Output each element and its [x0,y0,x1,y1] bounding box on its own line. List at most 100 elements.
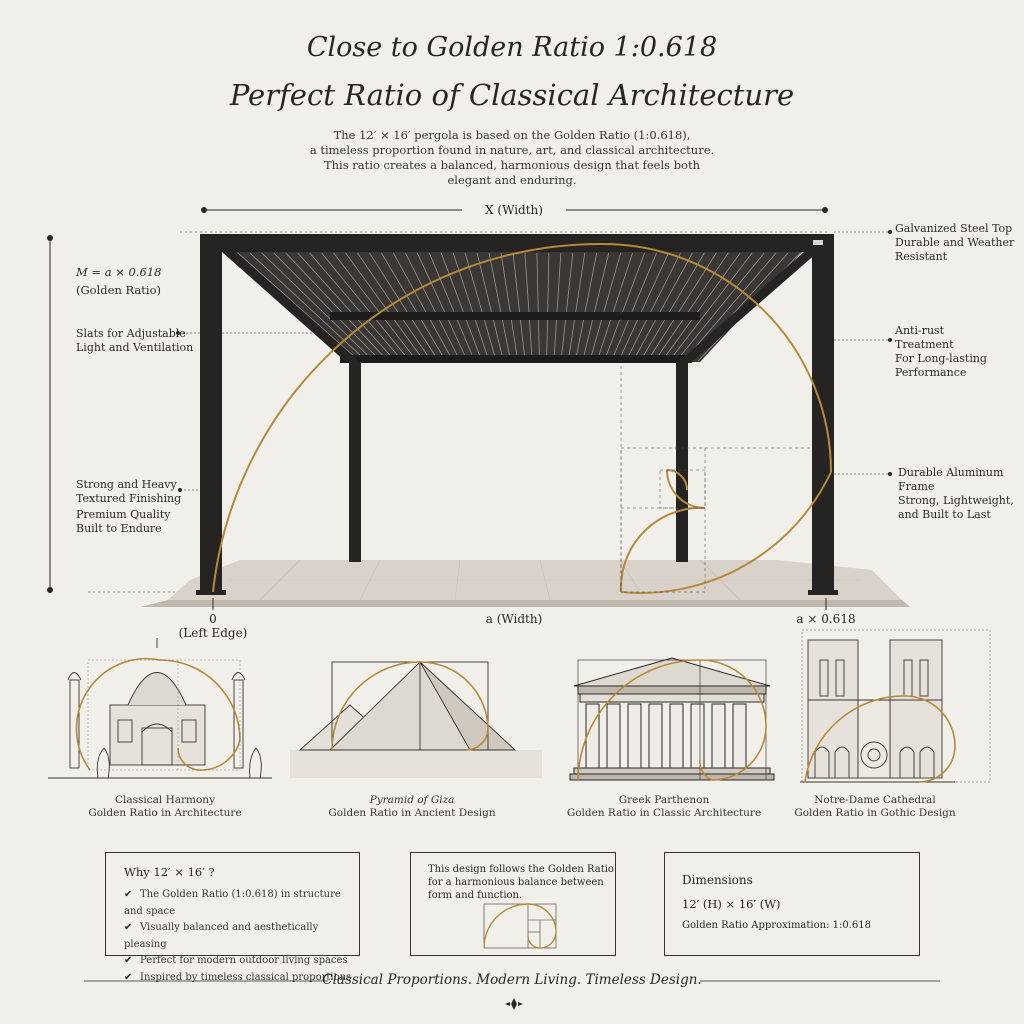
bottom-axis-marks [212,598,827,610]
example-title: Classical Harmony [114,794,216,806]
annotation-line: Light and Ventilation [76,341,194,354]
roof-slat [512,252,526,362]
roof-slat [464,252,497,362]
annotation-line: Frame [898,480,935,493]
annotation-anti-rust: Anti-rust Treatment For Long-lasting Per… [895,324,987,380]
example-subtitle: Golden Ratio in Ancient Design [328,807,496,819]
roof-slat [546,252,550,362]
roof-slat [603,252,645,362]
list-item: ✔ Perfect for modern outdoor living space… [124,953,359,970]
design-box-text: This design follows the Golden Ratio for… [428,863,615,902]
annotation-line: Galvanized Steel Top [895,222,1013,235]
annotation-line: Resistant [895,250,948,263]
roof-slat [596,252,633,362]
annotation-finishing: Strong and Heavy Textured Finishing [76,478,181,506]
roof-slat [333,252,418,362]
roof-slat [428,252,475,362]
roof-slat [618,252,669,362]
roof-slat [249,252,367,362]
roof-slat [440,252,483,362]
roof-slat [285,252,389,362]
design-box: This design follows the Golden Ratio for… [410,852,616,956]
annotation-quality: Premium Quality Built to Endure [76,508,170,536]
roof-slat [405,252,461,362]
list-item-text: Visually balanced and aesthetically plea… [124,922,319,950]
annotation-line: and Built to Last [898,508,991,521]
why-box-title: Why 12′ × 16′ ? [124,865,215,879]
top-dimension-line [180,207,830,233]
golden-formula-sub: (Golden Ratio) [76,283,161,297]
annotation-line: Slats for Adjustable [76,327,186,340]
roof-slat [393,252,454,362]
footer-ornament [505,998,523,1010]
annotation-leaders [178,231,890,491]
roof-slat [661,252,741,362]
pyramid-illustration [290,661,542,778]
list-item-text: Perfect for modern outdoor living spaces [140,955,348,966]
example-caption-pyramid: Pyramid of Giza Golden Ratio in Ancient … [307,794,517,820]
roof-slat [632,252,693,362]
example-subtitle: Golden Ratio in Classic Architecture [566,807,762,819]
left-edge-label: 0 (Left Edge) [163,612,263,640]
example-caption-notre-dame: Notre-Dame Cathedral Golden Ratio in Got… [770,794,980,820]
list-item: ✔Inspired by timeless classical proporti… [124,970,359,987]
design-line: for a harmonious balance between [428,877,604,888]
annotation-line: Premium Quality [76,508,171,521]
roof-slat [611,252,657,362]
roof-slat [582,252,610,362]
roof-slat [416,252,468,362]
middle-width-label: a (Width) [485,612,543,626]
roof-slat [553,252,562,362]
annotation-line: Anti-rust [895,324,945,337]
annotation-line: Durable Aluminum [898,466,1004,479]
roof-slat [309,252,403,362]
roof-slat [476,252,504,362]
roof-slat [575,252,598,362]
roof-slat [560,252,574,362]
annotation-line: Treatment [895,338,954,351]
roof-slat [536,252,540,362]
roof-slat [237,252,360,362]
example-title: Greek Parthenon [618,794,710,806]
roof-slat [369,252,439,362]
why-box: Why 12′ × 16′ ? ✔The Golden Ratio (1:0.6… [105,852,360,983]
roof-slat [321,252,410,362]
roof-slat [345,252,425,362]
notre-dame-illustration [800,629,991,783]
dimensions-box: Dimensions 12′ (H) × 16′ (W) Golden Rati… [664,852,920,956]
annotation-line: Strong, Lightweight, [898,494,1014,507]
check-icon: ✔ [124,889,133,900]
leader-dot [888,338,892,342]
golden-grid-lines [620,252,812,593]
annotation-line: Built to Endure [76,522,162,535]
roof-slat [381,252,447,362]
small-spiral-icon [483,903,557,949]
roof-slat [524,252,533,362]
pergola-structure [196,234,838,595]
left-edge-sub: (Left Edge) [178,626,248,640]
roof-slat [647,252,717,362]
annotation-aluminum: Durable Aluminum Frame Strong, Lightweig… [898,466,1014,522]
check-icon: ✔ [124,971,133,983]
left-edge-zero: 0 [209,612,217,626]
list-item: ✔Visually balanced and aesthetically ple… [124,920,359,953]
dimensions-size: 12′ (H) × 16′ (W) [682,897,781,911]
roof-slat [589,252,622,362]
roof-slat [261,252,374,362]
roof-slat [676,252,765,362]
golden-formula: M = a × 0.618 [76,265,162,279]
roof-slat [500,252,519,362]
roof-slat [668,252,753,362]
example-subtitle: Golden Ratio in Architecture [88,807,242,819]
annotation-line: Strong and Heavy [76,478,177,491]
roof-slat [625,252,681,362]
example-caption-parthenon: Greek Parthenon Golden Ratio in Classic … [554,794,774,820]
intro-line: The 12′ × 16′ pergola is based on the Go… [333,128,691,142]
check-icon: ✔ [124,955,133,966]
example-title: Notre-Dame Cathedral [814,794,936,806]
roof-slat [683,252,777,362]
dimensions-box-title: Dimensions [682,873,753,887]
annotation-slats: Slats for Adjustable Light and Ventilati… [76,327,193,355]
golden-formula-label: M = a × 0.618 (Golden Ratio) [76,265,161,297]
